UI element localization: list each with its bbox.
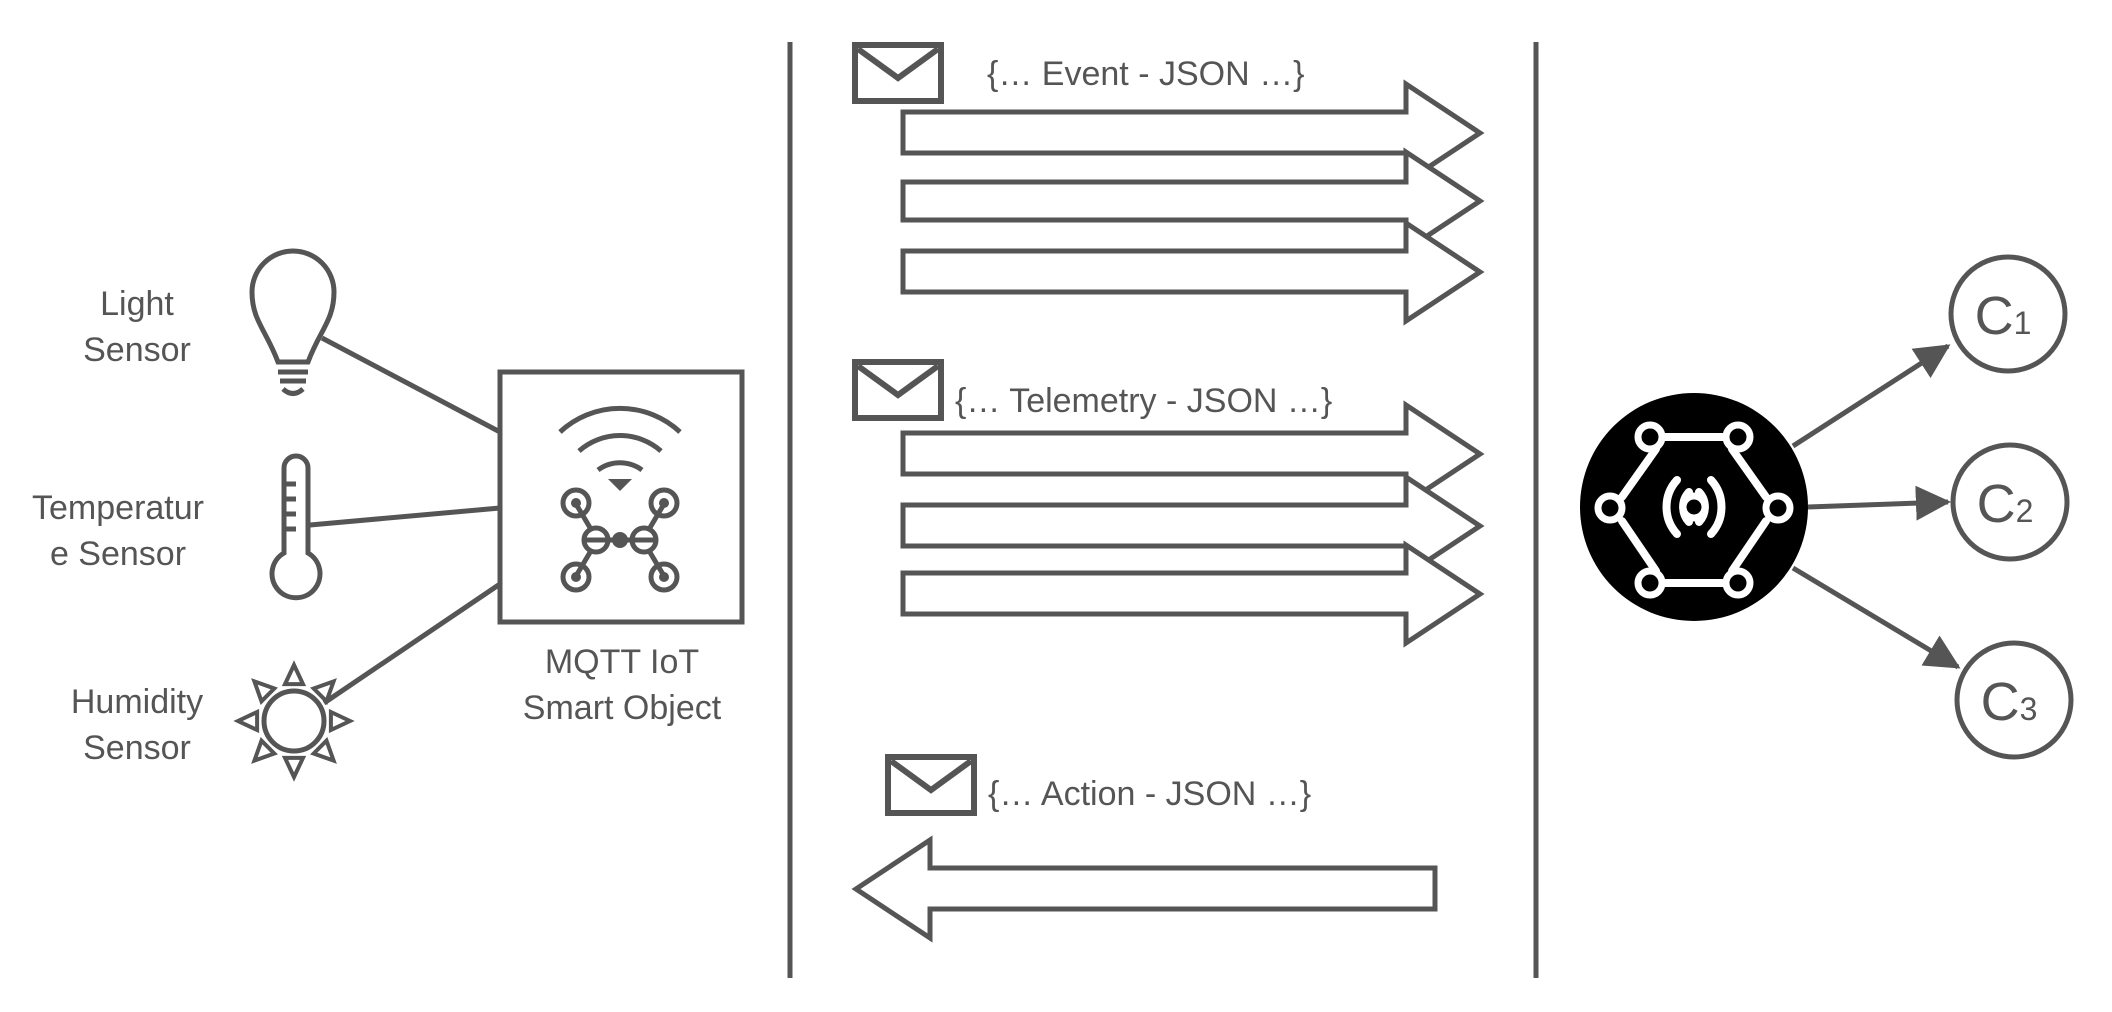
sun-ray [233, 708, 260, 734]
temperature-sensor-label-2: e Sensor [50, 535, 186, 573]
consumer-letter: C [1977, 474, 2016, 534]
sun-ray [310, 678, 337, 705]
envelope-icon [855, 45, 941, 101]
envelope-icon [888, 757, 974, 813]
event-message-label: {… Event - JSON …} [987, 55, 1304, 93]
mqtt-smart-object: MQTT IoT Smart Object [497, 369, 745, 727]
humidity-sensor-label-2: Sensor [83, 729, 191, 767]
consumer-3: C3 [1954, 640, 2074, 760]
event-arrow-1 [900, 79, 1485, 187]
consumer-1: C1 [1948, 254, 2068, 374]
consumer-circle [1948, 254, 2068, 374]
sun-ray [328, 708, 355, 734]
consumer-2: C2 [1950, 442, 2070, 562]
action-message-label: {… Action - JSON …} [988, 775, 1311, 813]
consumer-letter: C [1981, 672, 2020, 732]
consumer-circle [1950, 442, 2070, 562]
sun-ray [251, 678, 278, 705]
svg-text:C1: C1 [1975, 286, 2032, 346]
svg-text:C2: C2 [1977, 474, 2034, 534]
lightbulb-icon [249, 248, 337, 396]
telemetry-arrow-3 [900, 540, 1485, 648]
sensor-connections [309, 335, 502, 706]
action-message-group: {… Action - JSON …} [851, 757, 1438, 943]
event-arrow-2 [900, 147, 1485, 255]
sun-ray [281, 660, 307, 687]
light-sensor: Light Sensor [83, 248, 337, 396]
sun-ray [281, 755, 307, 782]
consumer-subscript: 2 [2016, 493, 2034, 529]
light-sensor-label-1: Light [100, 285, 174, 323]
smart-object-label-1: MQTT IoT [545, 643, 699, 681]
telemetry-message-group: {… Telemetry - JSON …} [855, 362, 1485, 648]
sun-icon [233, 660, 355, 782]
thermometer-icon [269, 453, 323, 601]
action-arrow [851, 835, 1438, 943]
sun-ray [251, 737, 278, 764]
envelope-icon [855, 362, 941, 418]
smart-object-box [497, 369, 745, 625]
consumer-subscript: 3 [2020, 691, 2038, 727]
telemetry-arrow-2 [900, 472, 1485, 580]
event-arrow-3 [900, 218, 1485, 326]
sun-ray [310, 737, 337, 764]
temperature-sensor: Temperatur e Sensor [32, 453, 323, 601]
humidity-sensor-label-1: Humidity [71, 683, 203, 721]
humidity-sensor: Humidity Sensor [71, 660, 355, 782]
smart-object-label-2: Smart Object [523, 689, 722, 727]
temperature-sensor-label-1: Temperatur [32, 489, 204, 527]
consumer-letter: C [1975, 286, 2014, 346]
mqtt-broker [1580, 393, 1808, 621]
telemetry-message-label: {… Telemetry - JSON …} [955, 382, 1332, 420]
svg-text:C3: C3 [1981, 672, 2038, 732]
light-sensor-label-2: Sensor [83, 331, 191, 369]
consumer-subscript: 1 [2014, 305, 2032, 341]
consumer-circle [1954, 640, 2074, 760]
network-hub-icon [560, 487, 680, 593]
telemetry-arrow-1 [900, 400, 1485, 508]
broker-consumer-links [1791, 343, 1961, 670]
event-message-group: {… Event - JSON …} [855, 45, 1485, 326]
wifi-icon [558, 405, 682, 491]
